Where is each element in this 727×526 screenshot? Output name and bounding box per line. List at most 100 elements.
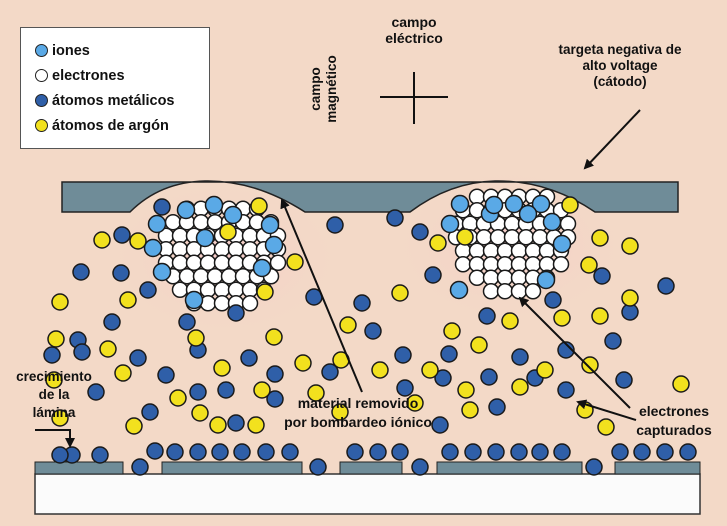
electron-particle (498, 284, 513, 299)
film-segment (162, 462, 302, 474)
metal-atom-particle (387, 210, 403, 226)
metal-atom-particle (190, 384, 206, 400)
metal-atom-particle (167, 444, 183, 460)
ion-particle (145, 240, 162, 257)
metal-atom-particle (179, 314, 195, 330)
metal-atom-particle (44, 347, 60, 363)
argon-atom-swatch-icon (35, 119, 48, 132)
metal-atom-particle (657, 444, 673, 460)
ion-particle (538, 272, 555, 289)
metal-atom-particle (441, 346, 457, 362)
metal-atom-particle (512, 349, 528, 365)
legend-label: electrones (52, 68, 125, 84)
metal-atom-particle (658, 278, 674, 294)
argon-atom-particle (52, 294, 68, 310)
metal-atom-particle (267, 366, 283, 382)
removed-material-label: material removido por bombardeo iónico (258, 394, 458, 432)
metal-atom-particle (140, 282, 156, 298)
electron-particle (526, 284, 541, 299)
argon-atom-particle (471, 337, 487, 353)
film-segment (437, 462, 582, 474)
ion-particle (520, 206, 537, 223)
ion-particle (266, 237, 283, 254)
captured-electrons-arrow-1 (520, 298, 630, 408)
metal-atom-particle (347, 444, 363, 460)
electron-particle (173, 255, 188, 270)
argon-atom-particle (582, 357, 598, 373)
argon-atom-particle (170, 390, 186, 406)
argon-atom-particle (430, 235, 446, 251)
argon-atom-particle (266, 329, 282, 345)
argon-atom-particle (295, 355, 311, 371)
metal-atom-particle (605, 333, 621, 349)
metal-atom-particle (258, 444, 274, 460)
ion-particle (149, 216, 166, 233)
argon-atom-particle (392, 285, 408, 301)
metal-atom-particle (412, 224, 428, 240)
ion-particle (452, 196, 469, 213)
metal-atom-particle (532, 444, 548, 460)
electron-particle (222, 269, 237, 284)
film-growth-arrow (35, 430, 70, 446)
argon-atom-particle (554, 310, 570, 326)
argon-atom-particle (220, 224, 236, 240)
argon-atom-particle (120, 292, 136, 308)
legend-item-ions: iones (35, 38, 209, 63)
metal-atom-particle (212, 444, 228, 460)
argon-atom-particle (257, 284, 273, 300)
metal-atom-particle (113, 265, 129, 281)
metal-atom-particle (104, 314, 120, 330)
electron-particle (229, 255, 244, 270)
legend-item-metal-atoms: átomos metálicos (35, 88, 209, 113)
argon-atom-particle (94, 232, 110, 248)
argon-atom-particle (537, 362, 553, 378)
electron-particle (194, 269, 209, 284)
metal-atom-particle (190, 444, 206, 460)
argon-atom-particle (512, 379, 528, 395)
argon-atom-particle (598, 419, 614, 435)
argon-atom-particle (622, 290, 638, 306)
argon-atom-particle (592, 308, 608, 324)
ion-swatch-icon (35, 44, 48, 57)
argon-atom-particle (462, 402, 478, 418)
metal-atom-particle (465, 444, 481, 460)
electron-particle (215, 255, 230, 270)
argon-atom-particle (458, 382, 474, 398)
target-label: targeta negativa de alto voltage (cátodo… (520, 42, 720, 90)
electron-particle (201, 255, 216, 270)
metal-atom-particle (234, 444, 250, 460)
argon-atom-particle (340, 317, 356, 333)
ion-particle (197, 230, 214, 247)
metal-atom-particle (545, 292, 561, 308)
metal-atom-particle (370, 444, 386, 460)
electron-particle (166, 215, 181, 230)
electron-particle (194, 215, 209, 230)
electron-particle (456, 257, 471, 272)
legend-label: átomos de argón (52, 118, 169, 134)
metal-atom-particle (634, 444, 650, 460)
captured-electrons-label: electrones capturados (624, 402, 724, 440)
electron-particle (484, 284, 499, 299)
argon-atom-particle (192, 405, 208, 421)
ion-particle (554, 236, 571, 253)
argon-atom-particle (562, 197, 578, 213)
argon-atom-particle (214, 360, 230, 376)
metal-atom-particle (228, 305, 244, 321)
electron-particle (470, 270, 485, 285)
argon-atom-particle (126, 418, 142, 434)
metal-atom-particle (147, 443, 163, 459)
argon-atom-particle (422, 362, 438, 378)
metal-atom-particle (488, 444, 504, 460)
legend-item-electrons: electrones (35, 63, 209, 88)
electric-field-label: campo eléctrico (366, 14, 462, 46)
argon-atom-particle (115, 365, 131, 381)
metal-atom-particle (154, 199, 170, 215)
metal-atom-particle (392, 444, 408, 460)
legend: iones electrones átomos metálicos átomos… (20, 27, 210, 149)
argon-atom-particle (592, 230, 608, 246)
metal-atom-particle (616, 372, 632, 388)
metal-atom-particle (130, 350, 146, 366)
electron-particle (215, 296, 230, 311)
metal-atom-particle (554, 444, 570, 460)
electron-particle (208, 269, 223, 284)
